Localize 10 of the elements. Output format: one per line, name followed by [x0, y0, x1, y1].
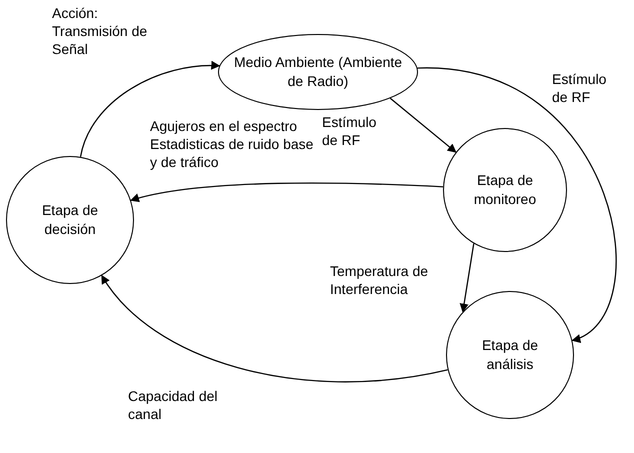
- arrow: [101, 274, 448, 382]
- node-label: Etapa de decisión: [40, 201, 100, 239]
- node-label: Etapa de monitoreo: [472, 171, 538, 209]
- arrow: [390, 98, 457, 153]
- arrow: [417, 67, 617, 341]
- arrow: [460, 243, 474, 313]
- arrow: [130, 182, 444, 203]
- node-label: Medio Ambiente (Ambiente de Radio): [233, 53, 403, 91]
- node-label: Etapa de análisis: [480, 336, 540, 374]
- arrow: [80, 61, 220, 158]
